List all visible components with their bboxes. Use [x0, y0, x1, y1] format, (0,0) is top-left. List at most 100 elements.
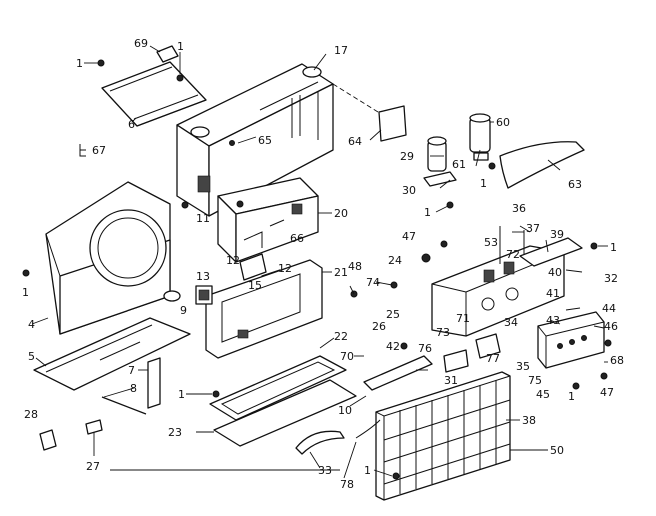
part-4-fan-shroud [22, 181, 171, 335]
label-1: 1 [22, 286, 29, 299]
label-1: 1 [424, 206, 431, 219]
label-11: 11 [196, 212, 210, 225]
part-28-clip [39, 429, 57, 451]
label-22: 22 [334, 330, 348, 343]
label-12: 12 [226, 254, 240, 267]
label-32: 32 [604, 272, 618, 285]
part-17-housing-top [176, 63, 334, 217]
label-47: 47 [600, 386, 614, 399]
part-32-tray [519, 237, 583, 267]
label-29: 29 [400, 150, 414, 163]
label-39: 39 [550, 228, 564, 241]
part-53-control-panel [431, 226, 565, 337]
label-46: 46 [604, 320, 618, 333]
label-12: 12 [278, 262, 292, 275]
part-77-bracket [475, 333, 501, 359]
label-38: 38 [522, 414, 536, 427]
label-44: 44 [602, 302, 616, 315]
label-61: 61 [452, 158, 466, 171]
label-17: 17 [334, 44, 348, 57]
part-6-bracket-plate [97, 45, 207, 127]
label-77: 77 [486, 352, 500, 365]
callout-labels: 1 69 1 6 17 67 65 64 60 29 61 63 11 20 3… [22, 37, 624, 491]
label-43: 43 [546, 314, 560, 327]
part-44-control-box [537, 311, 612, 369]
label-53: 53 [484, 236, 498, 249]
part-38-evaporator-coil [375, 371, 511, 501]
part-9-grommet [163, 290, 181, 302]
part-5-base-plate [33, 317, 191, 391]
label-1: 1 [568, 390, 575, 403]
label-66: 66 [290, 232, 304, 245]
label-41: 41 [546, 287, 560, 300]
label-28: 28 [24, 408, 38, 421]
part-67-clip [79, 144, 86, 157]
label-10: 10 [338, 404, 352, 417]
part-78-hose [355, 419, 381, 439]
part-20-fan-bracket [217, 177, 319, 263]
label-75: 75 [528, 374, 542, 387]
label-60: 60 [496, 116, 510, 129]
label-70: 70 [340, 350, 354, 363]
label-31: 31 [444, 374, 458, 387]
part-23-tray [213, 379, 357, 447]
label-1: 1 [178, 388, 185, 401]
part-76-bracket [443, 349, 469, 373]
label-76: 76 [418, 342, 432, 355]
label-50: 50 [550, 444, 564, 457]
part-7-bracket [147, 357, 161, 409]
label-74: 74 [366, 276, 380, 289]
label-25: 25 [386, 308, 400, 321]
label-21: 21 [334, 266, 348, 279]
leader-lines [31, 45, 608, 479]
label-23: 23 [168, 426, 182, 439]
label-5: 5 [28, 350, 35, 363]
label-72: 72 [506, 248, 520, 261]
label-1: 1 [610, 241, 617, 254]
label-15: 15 [248, 279, 262, 292]
label-6: 6 [128, 118, 135, 131]
label-42: 42 [386, 340, 400, 353]
label-1: 1 [177, 40, 184, 53]
part-27-clip [85, 419, 103, 435]
part-63-curved-cover [499, 141, 585, 189]
part-8-rod [101, 396, 147, 415]
label-73: 73 [436, 326, 450, 339]
part-64-pad [378, 105, 407, 142]
label-20: 20 [334, 207, 348, 220]
label-71: 71 [456, 312, 470, 325]
label-69: 69 [134, 37, 148, 50]
label-26: 26 [372, 320, 386, 333]
label-33: 33 [318, 464, 332, 477]
label-37: 37 [526, 222, 540, 235]
label-9: 9 [180, 304, 187, 317]
label-24: 24 [388, 254, 402, 267]
label-48: 48 [348, 260, 362, 273]
label-67: 67 [92, 144, 106, 157]
label-1: 1 [364, 464, 371, 477]
label-65: 65 [258, 134, 272, 147]
part-22-tray [209, 355, 347, 421]
label-40: 40 [548, 266, 562, 279]
part-10-channel [363, 355, 433, 391]
label-45: 45 [536, 388, 550, 401]
label-68: 68 [610, 354, 624, 367]
label-4: 4 [28, 318, 35, 331]
label-35: 35 [516, 360, 530, 373]
label-30: 30 [402, 184, 416, 197]
label-27: 27 [86, 460, 100, 473]
label-34: 34 [504, 316, 518, 329]
part-33-tube [295, 430, 345, 455]
label-8: 8 [130, 382, 137, 395]
hardware-screws [212, 240, 608, 480]
label-1: 1 [76, 57, 83, 70]
label-1: 1 [480, 177, 487, 190]
part-21-frame [205, 259, 323, 359]
label-13: 13 [196, 270, 210, 283]
label-7: 7 [128, 364, 135, 377]
label-78: 78 [340, 478, 354, 491]
part-29-capacitor [423, 136, 457, 209]
label-64: 64 [348, 135, 362, 148]
